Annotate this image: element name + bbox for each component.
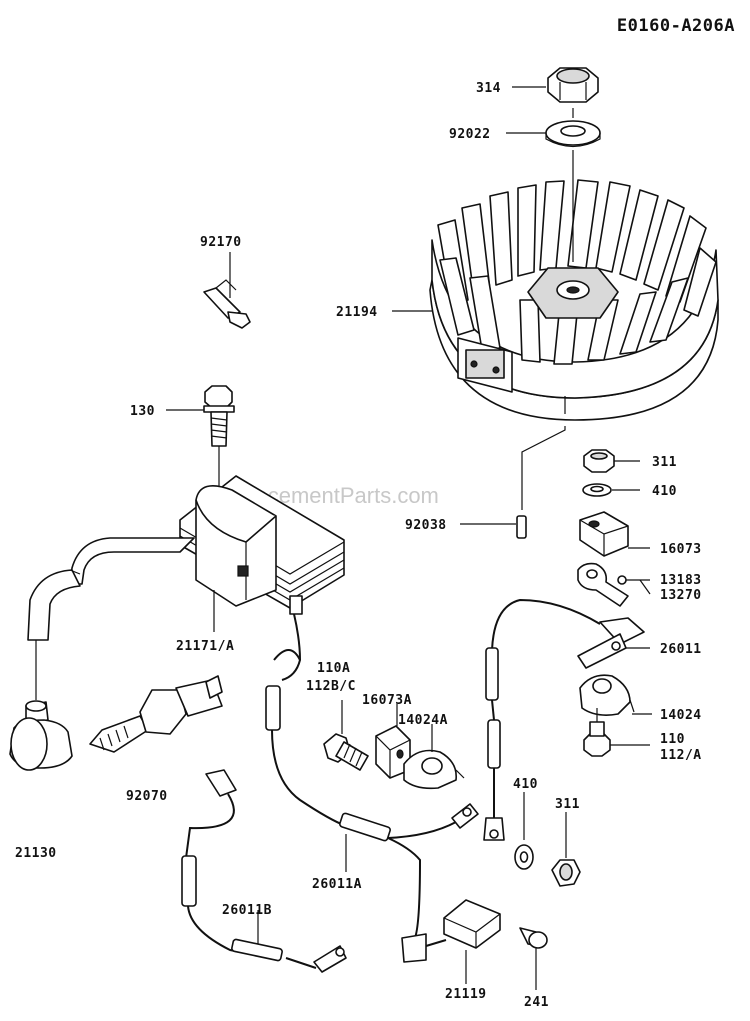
plug-cap-21130 bbox=[9, 700, 73, 771]
label-26011b: 26011B bbox=[222, 903, 272, 918]
label-16073: 16073 bbox=[660, 542, 702, 557]
label-14024: 14024 bbox=[660, 708, 702, 723]
label-21171-a: 21171/A bbox=[176, 639, 234, 654]
key-92038 bbox=[516, 515, 527, 539]
washer-410-lower bbox=[514, 844, 534, 870]
label-26011a: 26011A bbox=[312, 877, 362, 892]
label-13270: 13270 bbox=[660, 588, 702, 603]
label-314: 314 bbox=[476, 81, 501, 96]
label-26011: 26011 bbox=[660, 642, 702, 657]
label-110a: 110A bbox=[317, 661, 350, 676]
label-14024a: 14024A bbox=[398, 713, 448, 728]
label-112b-c: 112B/C bbox=[306, 679, 356, 694]
label-21119: 21119 bbox=[445, 987, 487, 1002]
nut-311-upper bbox=[583, 449, 615, 473]
label-92038: 92038 bbox=[405, 518, 447, 533]
label-16073a: 16073A bbox=[362, 693, 412, 708]
bolt-130 bbox=[203, 385, 235, 500]
spark-plug-92070 bbox=[89, 675, 223, 753]
wire-26011b bbox=[181, 769, 347, 973]
pin-92170 bbox=[203, 252, 251, 329]
label-410-lower: 410 bbox=[513, 777, 538, 792]
label-410-upper: 410 bbox=[652, 484, 677, 499]
label-92070: 92070 bbox=[126, 789, 168, 804]
nut-311-lower bbox=[551, 859, 581, 887]
label-21130: 21130 bbox=[15, 846, 57, 861]
label-92022: 92022 bbox=[449, 127, 491, 142]
label-92170: 92170 bbox=[200, 235, 242, 250]
leader-13270 bbox=[639, 579, 651, 595]
label-13183: 13183 bbox=[660, 573, 702, 588]
label-311-lower: 311 bbox=[555, 797, 580, 812]
washer-92022 bbox=[545, 120, 601, 148]
bolt-110a bbox=[323, 700, 369, 771]
label-110: 110 bbox=[660, 732, 685, 747]
bracket-16073 bbox=[579, 511, 629, 557]
label-130: 130 bbox=[130, 404, 155, 419]
screw-241 bbox=[519, 927, 548, 990]
label-112-a: 112/A bbox=[660, 748, 702, 763]
nut-314 bbox=[547, 67, 599, 103]
cable-clamp-14024a bbox=[403, 724, 465, 790]
terminal-13183 bbox=[577, 562, 629, 607]
label-311-upper: 311 bbox=[652, 455, 677, 470]
flywheel-21194 bbox=[429, 108, 719, 510]
wire-26011 bbox=[483, 598, 645, 841]
label-21194: 21194 bbox=[336, 305, 378, 320]
clamp-14024 bbox=[579, 674, 635, 716]
ignition-coil-21171-a bbox=[27, 475, 345, 700]
washer-410-upper bbox=[582, 483, 612, 497]
label-241: 241 bbox=[524, 995, 549, 1010]
diagram-code: E0160-A206A bbox=[617, 16, 735, 36]
wire-26011a bbox=[265, 685, 479, 963]
bolt-110 bbox=[583, 708, 611, 757]
igniter-21119 bbox=[443, 899, 501, 984]
